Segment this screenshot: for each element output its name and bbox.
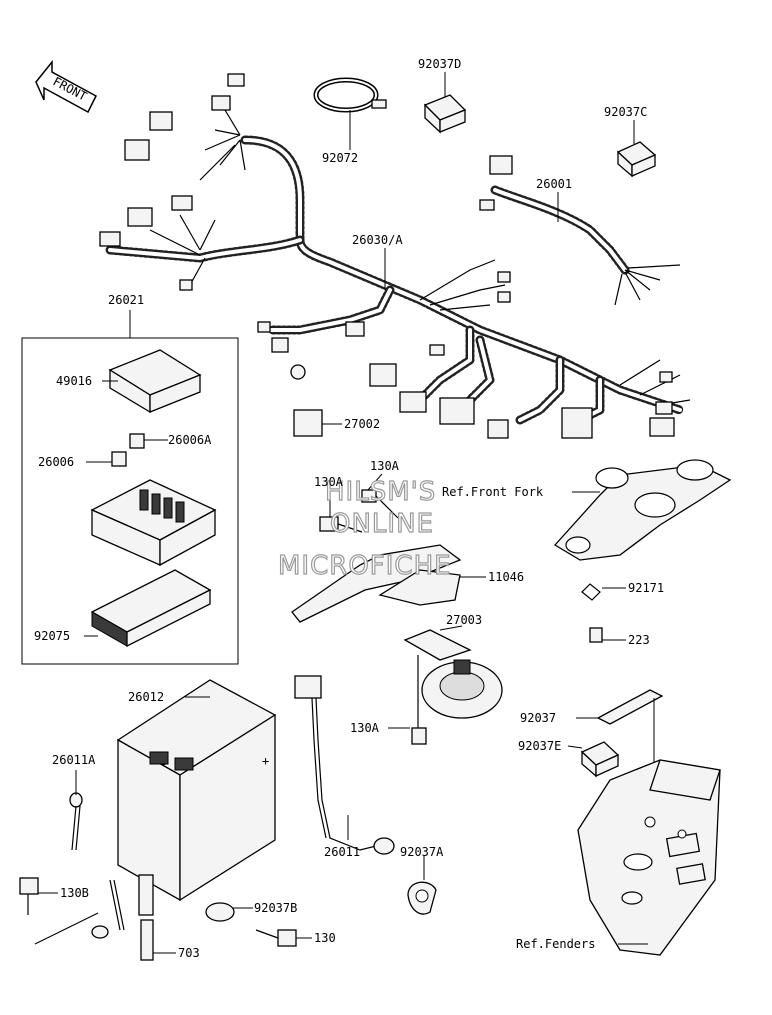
- label-130a-2: 130A: [370, 459, 400, 473]
- breather-tube-703: [138, 874, 176, 961]
- label-130b: 130B: [60, 886, 89, 900]
- battery-cable-26011: [294, 675, 395, 855]
- watermark-line-2: ONLINE: [330, 509, 434, 539]
- label-26011: 26011: [324, 845, 360, 859]
- watermark: HILSM'S ONLINE MICROFICHE: [277, 476, 452, 581]
- label-223: 223: [628, 633, 650, 647]
- label-ref-fenders: Ref.Fenders: [516, 937, 595, 951]
- battery-cable-26011a: [69, 770, 125, 939]
- label-92037d: 92037D: [418, 57, 461, 71]
- clamp-92037c: [616, 120, 657, 178]
- rubber-cover-92075: [84, 569, 212, 648]
- battery-plus-mark: +: [262, 754, 269, 768]
- label-92037: 92037: [520, 711, 556, 725]
- battery-minus-mark: -: [160, 757, 167, 771]
- bolt-130: [255, 929, 312, 947]
- front-arrow-icon: FRONT: [35, 59, 97, 114]
- clamp-92037b: [205, 902, 253, 922]
- label-92037b: 92037B: [254, 901, 297, 915]
- fuse-cover-49016: [102, 349, 202, 414]
- label-26012: 26012: [128, 690, 164, 704]
- label-27002: 27002: [344, 417, 380, 431]
- watermark-line-3: MICROFICHE: [278, 551, 452, 581]
- label-26001: 26001: [536, 177, 572, 191]
- label-92075: 92075: [34, 629, 70, 643]
- label-26030a: 26030/A: [352, 233, 403, 247]
- fuse-26006: [86, 451, 127, 467]
- label-130a-1: 130A: [314, 475, 344, 489]
- label-130a-3: 130A: [350, 721, 380, 735]
- fuse-26006a: [129, 433, 168, 449]
- clamp-92171: [581, 583, 626, 601]
- label-26006a: 26006A: [168, 433, 212, 447]
- label-26006: 26006: [38, 455, 74, 469]
- cable-tie-92072: [313, 77, 387, 150]
- label-703: 703: [178, 946, 200, 960]
- bolt-130a-upper: [319, 488, 363, 533]
- battery-26012: - +: [116, 679, 277, 902]
- label-92037e: 92037E: [518, 739, 561, 753]
- label-92072: 92072: [322, 151, 358, 165]
- clamp-92037d: [423, 72, 467, 134]
- rear-fender: [577, 759, 721, 956]
- clamp-92037a: [407, 856, 437, 915]
- label-11046: 11046: [488, 570, 524, 584]
- watermark-line-1: HILSM'S: [325, 477, 436, 507]
- label-92171: 92171: [628, 581, 664, 595]
- label-26011a: 26011A: [52, 753, 96, 767]
- label-130: 130: [314, 931, 336, 945]
- main-wiring-harness-26030a: [99, 73, 691, 439]
- horn-27003: [403, 625, 503, 719]
- label-92037c: 92037C: [604, 105, 647, 119]
- label-27003: 27003: [446, 613, 482, 627]
- relay-27002: [293, 409, 342, 437]
- fuse-box: [90, 479, 217, 567]
- bracket-11046: [291, 544, 486, 623]
- bolt-130a-lower: [388, 655, 427, 745]
- bolt-130a-upper-2: [361, 473, 399, 519]
- sub-harness-26001: [479, 155, 681, 306]
- bolt-130b: [19, 877, 99, 945]
- label-ref-front-fork: Ref.Front Fork: [442, 485, 544, 499]
- clamp-92037e: [567, 741, 620, 778]
- label-92037a: 92037A: [400, 845, 444, 859]
- front-fork-bracket: [553, 459, 732, 561]
- bolt-223: [589, 627, 626, 643]
- label-49016: 49016: [56, 374, 92, 388]
- label-26021: 26021: [108, 293, 144, 307]
